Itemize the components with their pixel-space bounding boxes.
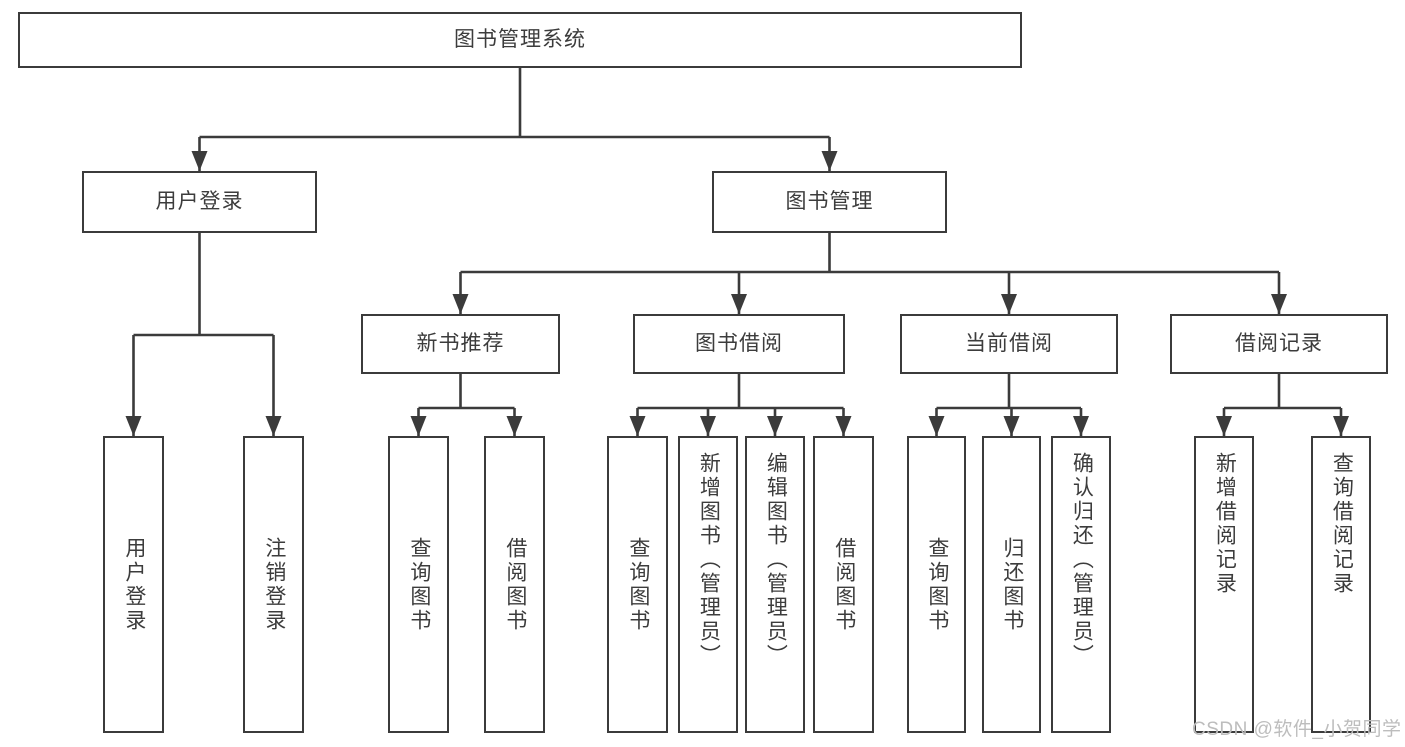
arrow-head [928,416,945,436]
node-label: 新书推荐 [416,331,505,355]
arrow-head [1216,416,1232,436]
node-label: 用户登录 [122,536,146,633]
arrow-head [821,151,838,171]
arrow-head [731,294,747,314]
arrow-head [1073,416,1089,436]
node-leaf_add_book: 新增图书（管理员） [678,436,738,733]
node-root: 图书管理系统 [18,12,1022,68]
node-label: 查询借阅记录 [1330,452,1354,596]
node-label: 新增借阅记录 [1213,452,1237,596]
arrow-head [1001,294,1017,314]
arrow-head [125,416,142,436]
node-current_borrow: 当前借阅 [900,314,1118,374]
arrow-head [1271,294,1287,314]
node-label: 查询图书 [925,536,949,633]
node-leaf_logout: 注销登录 [243,436,304,733]
arrow-head [410,416,427,436]
node-label: 借阅图书 [832,536,856,633]
node-label: 当前借阅 [965,331,1053,355]
arrow-head [265,416,282,436]
node-label: 新增图书（管理员） [697,452,721,668]
node-label: 图书管理系统 [454,27,586,51]
node-user_login: 用户登录 [82,171,317,233]
arrow-head [1003,416,1020,436]
node-leaf_query_rec: 查询借阅记录 [1311,436,1371,733]
node-label: 确认归还（管理员） [1070,452,1094,668]
node-leaf_borrow_1: 借阅图书 [484,436,545,733]
node-label: 注销登录 [262,536,286,633]
node-new_book_rec: 新书推荐 [361,314,560,374]
node-borrow_record: 借阅记录 [1170,314,1388,374]
node-leaf_confirm: 确认归还（管理员） [1051,436,1111,733]
node-label: 查询图书 [626,536,650,633]
node-leaf_edit_book: 编辑图书（管理员） [745,436,805,733]
node-label: 借阅记录 [1235,331,1323,355]
node-leaf_query_3: 查询图书 [907,436,966,733]
node-book_borrow: 图书借阅 [633,314,845,374]
node-book_mgmt: 图书管理 [712,171,947,233]
arrow-head [191,151,208,171]
arrow-head [1333,416,1349,436]
arrow-head [835,416,852,436]
arrow-head [767,416,783,436]
node-label: 编辑图书（管理员） [764,452,788,668]
csdn-watermark: CSDN @软件_小贺同学 [1192,719,1402,740]
node-leaf_user_login: 用户登录 [103,436,164,733]
arrow-head [506,416,523,436]
node-leaf_return: 归还图书 [982,436,1041,733]
node-label: 图书管理 [785,189,874,213]
node-label: 用户登录 [155,189,244,213]
node-leaf_query_2: 查询图书 [607,436,668,733]
arrow-head [700,416,716,436]
arrow-head [452,294,469,314]
node-leaf_query_1: 查询图书 [388,436,449,733]
node-label: 借阅图书 [503,536,527,633]
node-leaf_add_rec: 新增借阅记录 [1194,436,1254,733]
arrow-head [629,416,646,436]
node-label: 图书借阅 [695,331,783,355]
node-label: 归还图书 [1000,536,1024,633]
node-label: 查询图书 [407,536,431,633]
node-leaf_borrow_2: 借阅图书 [813,436,874,733]
